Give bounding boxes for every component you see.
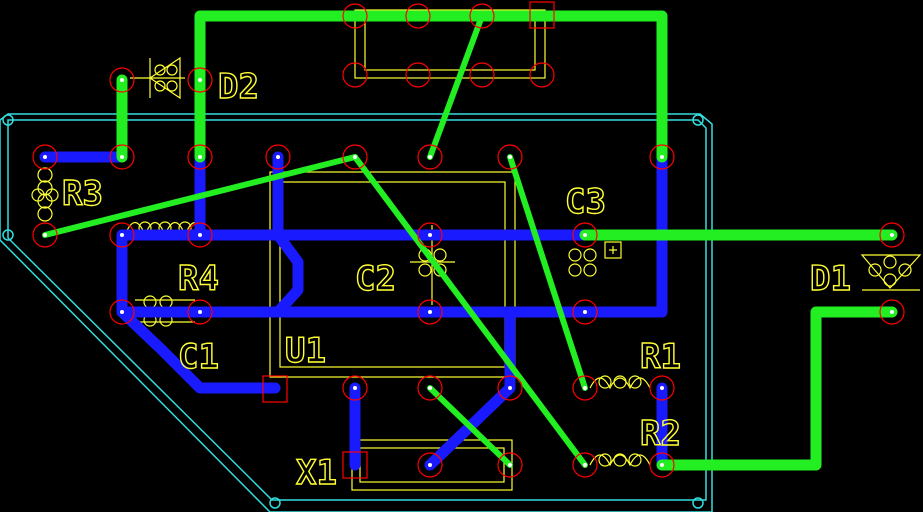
silkscreen-layer (31, 9, 922, 491)
pad (187, 67, 213, 93)
pad (109, 67, 135, 93)
pad (469, 3, 495, 29)
pad (417, 299, 443, 325)
pad (109, 299, 135, 325)
pad (572, 375, 598, 401)
pad (109, 144, 135, 170)
pad (497, 144, 523, 170)
c1-plates (135, 295, 195, 327)
pad (187, 299, 213, 325)
pad (187, 144, 213, 170)
pad (417, 144, 443, 170)
reference-designators: D2 R3 R4 C1 U1 C2 C3 D1 R1 R2 X1 (61, 66, 851, 493)
pad-layer (32, 1, 905, 479)
c3-plates (568, 241, 622, 277)
board-outline (0, 113, 713, 512)
ref-r3: R3 (62, 174, 103, 214)
ref-u1: U1 (285, 331, 326, 371)
pad (187, 222, 213, 248)
pad (572, 222, 598, 248)
r2-coil (589, 453, 651, 467)
pad (417, 452, 443, 478)
ref-d1: D1 (810, 259, 851, 299)
pad (32, 144, 58, 170)
pad (497, 452, 523, 478)
pad (529, 62, 555, 88)
d2-symbol (130, 56, 185, 100)
pad (109, 222, 135, 248)
ref-r1: R1 (640, 337, 681, 377)
ref-c3: C3 (565, 182, 606, 222)
pad (649, 144, 675, 170)
top-traces-thin (42, 13, 588, 468)
pad (342, 62, 368, 88)
ref-c2: C2 (355, 259, 396, 299)
pad-square (342, 451, 368, 479)
u1-body (269, 171, 516, 378)
pad (649, 452, 675, 478)
ref-x1: X1 (296, 453, 337, 493)
pad (879, 299, 905, 325)
pad (417, 375, 443, 401)
pad (342, 375, 368, 401)
r1-coil (589, 375, 651, 390)
pad-holes (43, 78, 894, 467)
u1-body-inner (279, 181, 506, 368)
pad (649, 375, 675, 401)
pad (572, 299, 598, 325)
pad (405, 62, 431, 88)
connector-body-top (354, 9, 546, 79)
pad-square (529, 1, 555, 29)
pad (469, 62, 495, 88)
pad (405, 3, 431, 29)
top-traces (116, 10, 898, 471)
pad (879, 222, 905, 248)
ref-r4: R4 (178, 259, 219, 299)
pad-square (262, 375, 288, 403)
ref-c1: C1 (178, 337, 219, 377)
ref-d2: D2 (218, 67, 259, 107)
pad (572, 452, 598, 478)
pad (265, 144, 291, 170)
ref-r2: R2 (640, 414, 681, 454)
pad (497, 375, 523, 401)
pad (342, 3, 368, 29)
d1-symbol (860, 254, 922, 291)
pad (417, 222, 443, 248)
pad (32, 222, 58, 248)
r3-coil (31, 167, 59, 222)
pad (342, 144, 368, 170)
